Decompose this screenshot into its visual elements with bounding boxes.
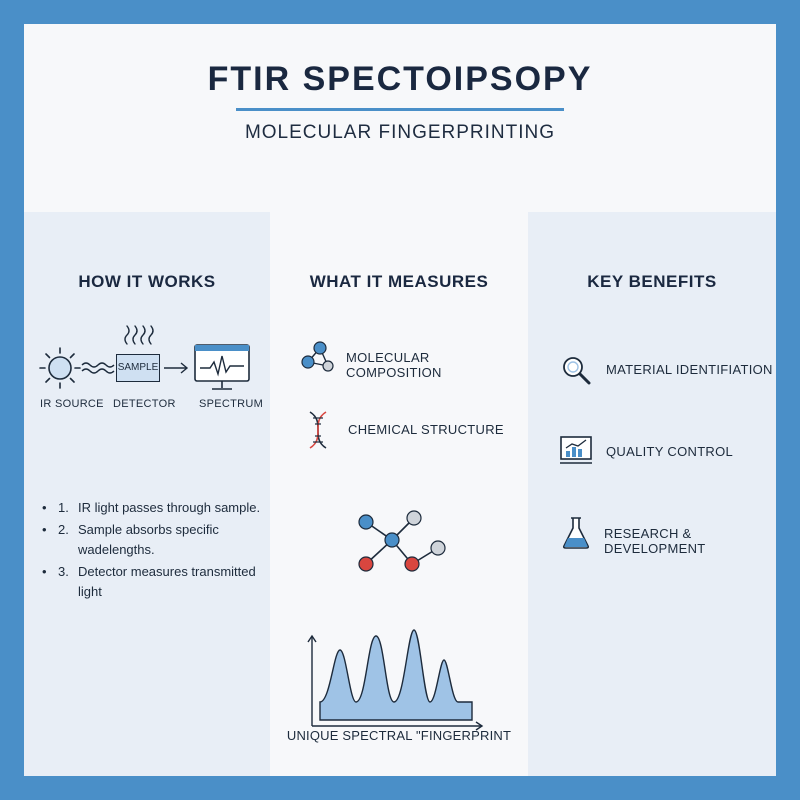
what-it-measures-heading: WHAT IT MEASURES (309, 272, 489, 291)
ir-source-label: IR SOURCE (40, 398, 104, 410)
steps-list: • 1. IR light passes through sample. • 2… (40, 498, 270, 604)
how-it-works-heading: HOW IT WORKS (78, 272, 216, 291)
list-item: • 2. Sample absorbs specific wadelengths… (42, 522, 219, 557)
detector-label: DETECTOR (113, 398, 176, 410)
step-text: Sample absorbs specific wadelengths. (78, 522, 219, 557)
list-item: • 1. IR light passes through sample. (40, 498, 270, 518)
bullet-icon: • (42, 564, 47, 579)
measure-label: CHEMICAL STRUCTURE (348, 422, 504, 437)
flask-icon (562, 517, 590, 549)
step-text: IR light passes through sample. (78, 500, 261, 515)
fingerprint-caption: UNIQUE SPECTRAL "FINGERPRINT (286, 728, 512, 743)
page-title: FTIR SPECTOIPSOPY (207, 60, 593, 98)
ir-source-icon (39, 347, 81, 389)
spectrum-peaks-graphic (307, 629, 484, 731)
benefit-item-quality-control: QUALITY CONTROL (528, 432, 776, 472)
chart-monitor-icon (560, 436, 592, 464)
magnifier-icon (563, 357, 591, 385)
benefit-label: RESEARCH & DEVELOPMENT (604, 526, 706, 556)
key-benefits-heading: KEY BENEFITS (587, 272, 717, 291)
step-text: Detector measures transmitted light (78, 564, 256, 599)
list-item: • 3. Detector measures transmitted light (42, 564, 256, 599)
bullet-icon: • (42, 522, 47, 537)
benefit-label: QUALITY CONTROL (606, 444, 734, 459)
molecule-icon (301, 341, 334, 372)
benefit-item-material-identification: MATERIAL IDENTIFIATION (528, 350, 776, 390)
sample-box: SAMPLE (116, 354, 160, 382)
ir-beam-icon (81, 362, 115, 374)
arrow-right-icon (164, 362, 189, 374)
measure-item-molecular-composition: MOLECULAR COMPOSITION (270, 338, 528, 380)
how-it-works-panel: HOW IT WORKS SAMPLE (24, 212, 270, 776)
benefit-item-research-development: RESEARCH & DEVELOPMENT (528, 514, 776, 556)
sample-box-label: SAMPLE (117, 362, 159, 373)
dna-icon (309, 411, 327, 449)
measure-label: MOLECULAR COMPOSITION (346, 350, 442, 380)
title-underline (236, 108, 564, 111)
spectrum-label: SPECTRUM (199, 398, 264, 410)
page-subtitle: MOLECULAR FINGERPRINTING (244, 122, 556, 143)
benefit-label: MATERIAL IDENTIFIATION (606, 362, 773, 377)
bullet-icon: • (42, 500, 47, 515)
molecule-diagram (358, 510, 446, 572)
infographic-card: FTIR SPECTOIPSOPY MOLECULAR FINGERPRINTI… (24, 24, 776, 776)
what-it-measures-panel: WHAT IT MEASURES MOLECULAR COMPOSITION (270, 212, 528, 776)
key-benefits-panel: KEY BENEFITS MATERIAL IDENTIFIATION QUAL… (528, 212, 776, 776)
header: FTIR SPECTOIPSOPY MOLECULAR FINGERPRINTI… (24, 24, 776, 212)
heat-waves-icon (124, 325, 154, 345)
measure-item-chemical-structure: CHEMICAL STRUCTURE (270, 410, 528, 450)
spectrum-monitor-icon (194, 344, 250, 390)
